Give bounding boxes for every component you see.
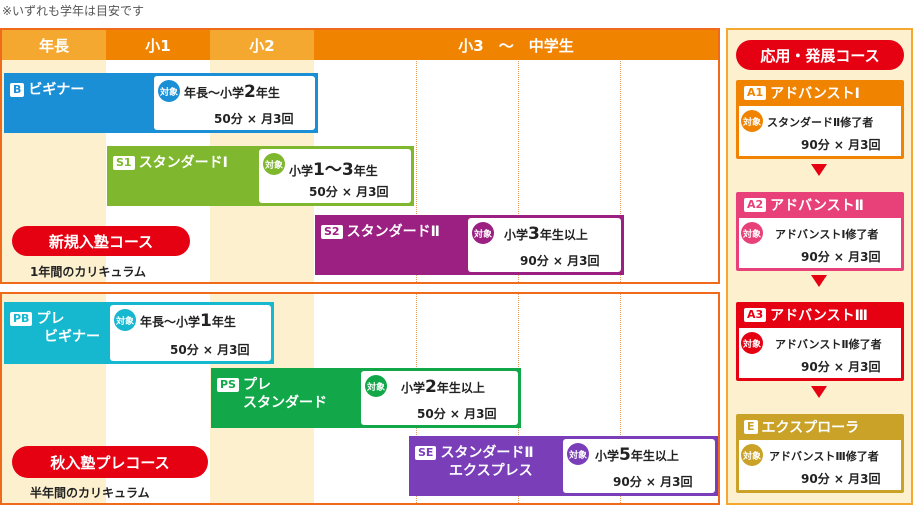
- course-info: 対象 小学5年生以上 90分 × 月3回: [563, 439, 715, 493]
- course-info: 対象 小学3年生以上 90分 × 月3回: [468, 218, 621, 272]
- target-icon: 対象: [741, 222, 763, 244]
- course-duration: 50分 × 月3回: [170, 343, 250, 357]
- new-course-title: 新規入塾コース: [12, 226, 190, 256]
- course-name-line2: エクスプレス: [449, 463, 533, 479]
- target-grade: 小学5年生以上: [595, 445, 679, 465]
- new-course-subtitle: 1年間のカリキュラム: [30, 265, 146, 279]
- course-code-badge: PS: [217, 378, 239, 392]
- course-code-badge: S2: [321, 225, 343, 239]
- course-duration: 90分 × 月3回: [801, 472, 881, 486]
- target-icon: 対象: [567, 443, 589, 465]
- course-name-line2: ビギナー: [44, 329, 100, 345]
- course-duration: 50分 × 月3回: [417, 407, 497, 421]
- course-code-badge: SE: [415, 446, 437, 460]
- target-grade: 年長〜小学2年生: [184, 82, 280, 102]
- target-icon: 対象: [365, 375, 387, 397]
- course-requirement: アドバンストⅡ修了者: [775, 338, 882, 351]
- course-name: プレ: [36, 311, 65, 327]
- course-duration: 90分 × 月3回: [520, 254, 600, 268]
- target-grade: 年長〜小学1年生: [140, 311, 236, 331]
- course-duration: 50分 × 月3回: [214, 112, 294, 126]
- course-requirement: アドバンストⅢ修了者: [769, 450, 879, 463]
- target-grade: 小学3年生以上: [504, 224, 588, 244]
- down-arrow-icon: [811, 164, 827, 176]
- pre-course-subtitle: 半年間のカリキュラム: [30, 486, 150, 500]
- target-grade: 小学2年生以上: [401, 377, 485, 397]
- course-info: 対象 年長〜小学2年生 50分 × 月3回: [154, 76, 315, 130]
- course-code-badge: A2: [744, 198, 767, 212]
- disclaimer-note: ※いずれも学年は目安です: [2, 4, 145, 18]
- header-sho2: 小2: [210, 30, 314, 60]
- course-code-badge: PB: [10, 312, 33, 326]
- target-icon: 対象: [741, 332, 763, 354]
- down-arrow-icon: [811, 275, 827, 287]
- header-nencho: 年長: [2, 30, 106, 60]
- course-name: スタンダードⅡ: [440, 445, 534, 461]
- course-info: 対象 小学2年生以上 50分 × 月3回: [361, 371, 518, 425]
- pre-course-title: 秋入塾プレコース: [12, 446, 208, 478]
- course-duration: 90分 × 月3回: [801, 138, 881, 152]
- course-name: スタンダードⅠ: [138, 155, 228, 171]
- target-icon: 対象: [741, 444, 763, 466]
- course-name: プレ: [242, 377, 271, 393]
- down-arrow-icon: [811, 386, 827, 398]
- course-info: 対象 年長〜小学1年生 50分 × 月3回: [110, 305, 271, 361]
- course-duration: 90分 × 月3回: [613, 475, 693, 489]
- advanced-course-title: 応用・発展コース: [736, 40, 904, 70]
- course-requirement: アドバンストⅠ修了者: [775, 228, 879, 241]
- course-code-badge: A3: [744, 308, 767, 322]
- course-code-badge: A1: [744, 86, 767, 100]
- course-name-line2: スタンダード: [243, 395, 327, 411]
- course-code-badge: E: [744, 420, 758, 434]
- target-icon: 対象: [472, 222, 494, 244]
- header-sho1: 小1: [106, 30, 210, 60]
- target-icon: 対象: [114, 309, 136, 331]
- course-name: スタンダードⅡ: [346, 224, 440, 240]
- course-requirement: スタンダードⅡ修了者: [767, 116, 874, 129]
- target-grade: 小学1〜3年生: [289, 160, 378, 180]
- target-icon: 対象: [158, 80, 180, 102]
- course-name: アドバンストⅠ: [770, 86, 860, 102]
- course-code-badge: S1: [113, 156, 135, 170]
- course-info: 対象 小学1〜3年生 50分 × 月3回: [259, 149, 411, 203]
- course-code-badge: B: [10, 83, 25, 97]
- target-icon: 対象: [263, 153, 285, 175]
- course-duration: 50分 × 月3回: [309, 185, 389, 199]
- course-duration: 90分 × 月3回: [801, 360, 881, 374]
- course-name: アドバンストⅢ: [770, 308, 868, 324]
- course-name: アドバンストⅡ: [770, 198, 864, 214]
- course-name: ビギナー: [28, 82, 85, 98]
- course-name: エクスプローラ: [761, 420, 860, 436]
- course-duration: 90分 × 月3回: [801, 250, 881, 264]
- target-icon: 対象: [741, 110, 763, 132]
- header-sho3-chugaku: 小3 〜 中学生: [314, 30, 718, 60]
